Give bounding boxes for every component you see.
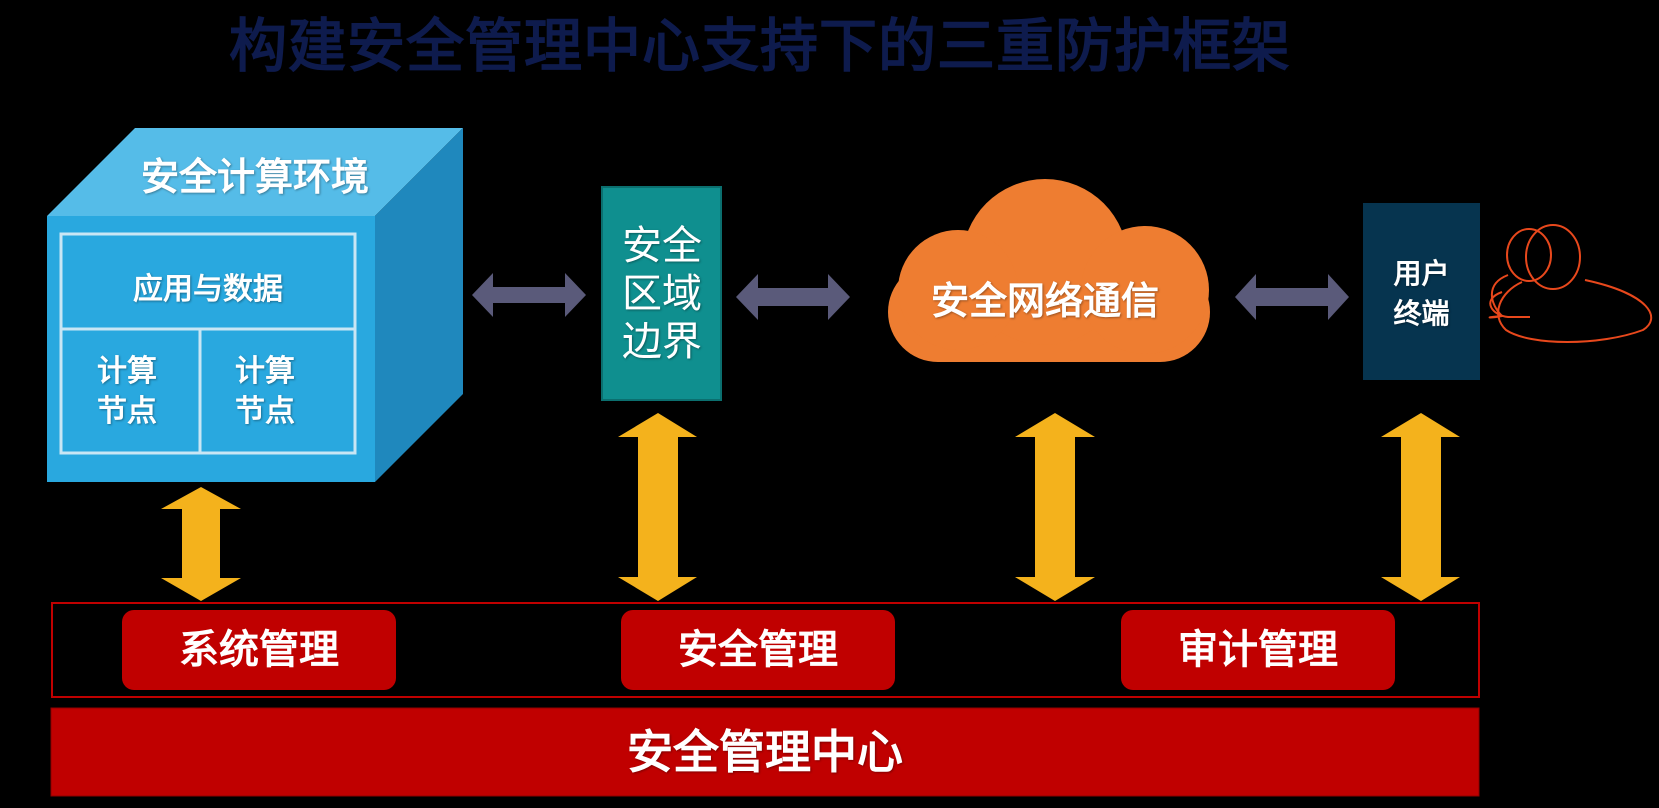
gray-double-arrow-2 [736, 274, 850, 320]
region-border-label: 安全 区域 边界 [622, 223, 702, 365]
compute-node-label-1: 计算 节点 [97, 354, 157, 429]
gold-double-arrow-1 [161, 487, 241, 601]
security-management-center-label: 安全管理中心 [627, 725, 903, 779]
gray-double-arrow-3 [1235, 274, 1349, 320]
gray-double-arrow-1 [472, 273, 586, 317]
user-terminal-label: 用户 终端 [1393, 257, 1450, 330]
audit-management-box: 审计管理 [1121, 610, 1395, 690]
user-terminal-box [1363, 203, 1480, 380]
compute-environment-cube [47, 128, 463, 482]
cube-side-face [375, 128, 463, 482]
region-border-box [601, 186, 722, 401]
management-frame [51, 602, 1480, 698]
compute-node-label-2: 计算 节点 [235, 354, 295, 429]
security-management-box: 安全管理 [621, 610, 895, 690]
app-data-label: 应用与数据 [133, 272, 283, 307]
compute-env-title: 安全计算环境 [140, 155, 369, 199]
diagram-title: 构建安全管理中心支持下的三重防护框架 [228, 12, 1291, 80]
cloud-icon [888, 179, 1210, 362]
compute-node-box-2 [198, 327, 357, 455]
gold-double-arrow-3 [1015, 413, 1095, 601]
gold-double-arrow-2 [618, 413, 697, 601]
cube-top-face [47, 128, 463, 216]
cube-front-face [47, 216, 375, 482]
system-management-box: 系统管理 [122, 610, 396, 690]
security-management-center-bar [50, 707, 1480, 797]
network-communication-label: 安全网络通信 [930, 279, 1159, 323]
gold-double-arrow-4 [1381, 413, 1460, 601]
users-icon [1488, 224, 1653, 343]
